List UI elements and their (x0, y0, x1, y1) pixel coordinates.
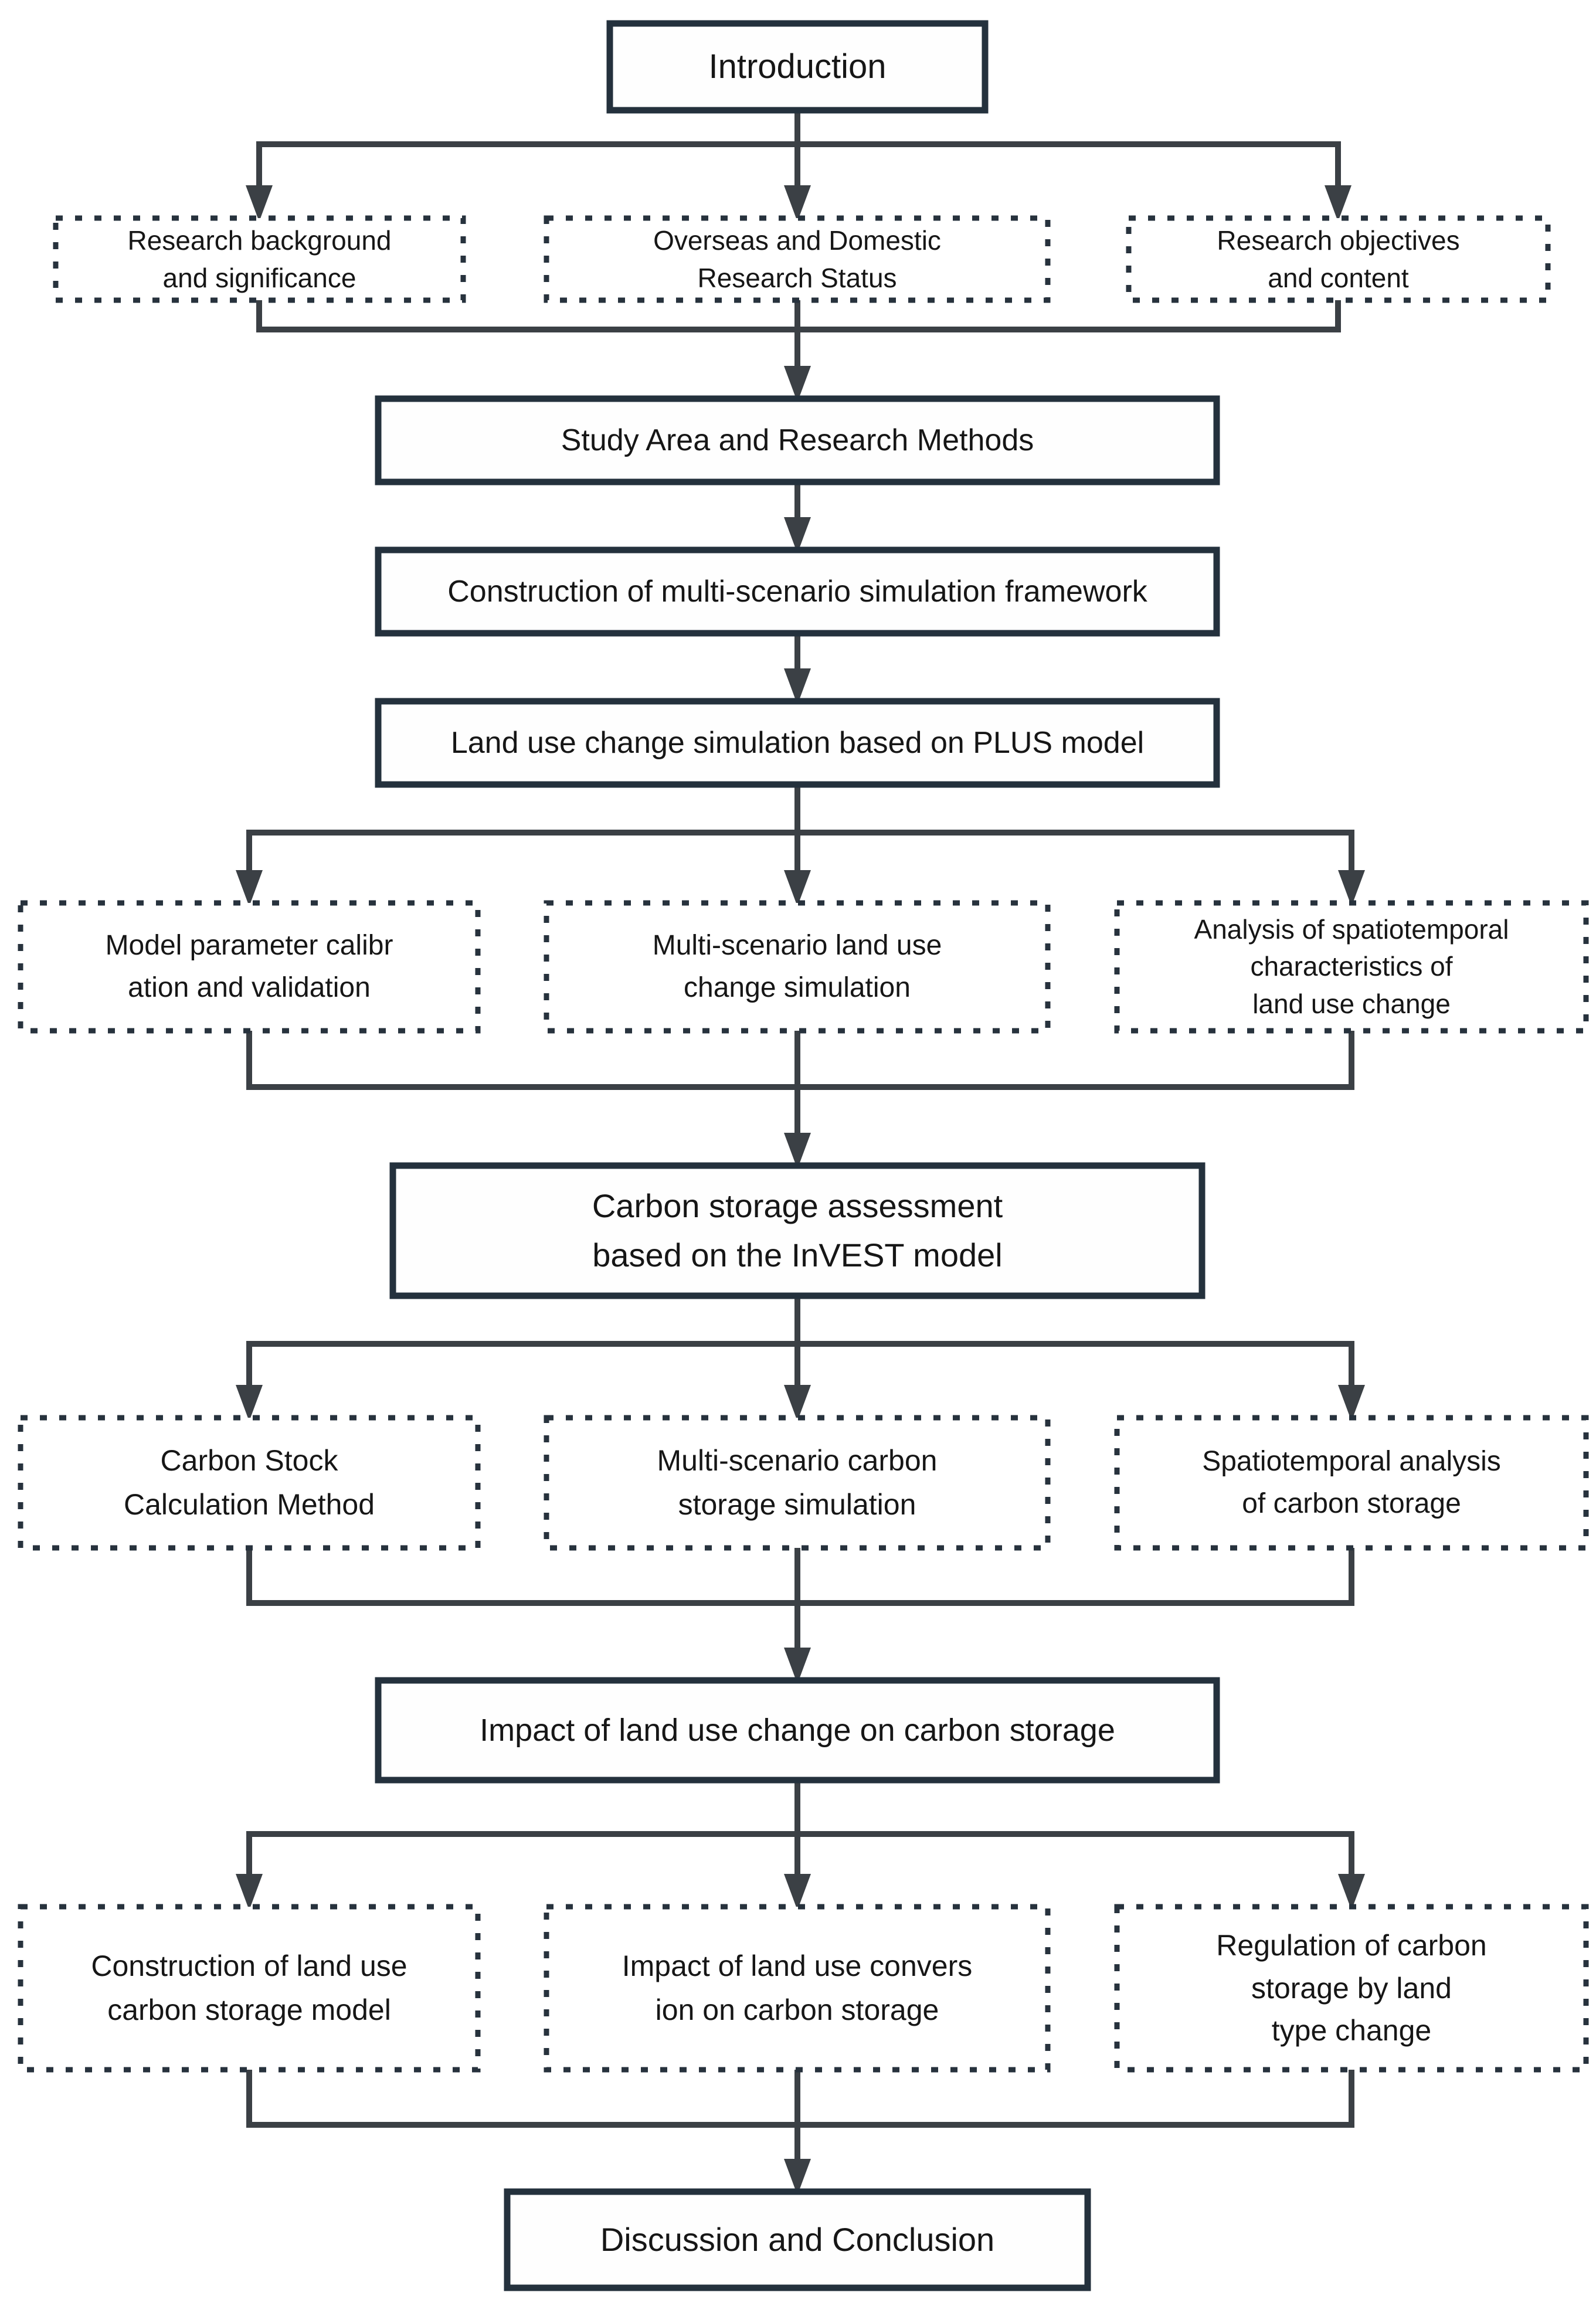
node-parameter-calibration: Model parameter calibr ation and validat… (105, 930, 393, 1003)
node-research-status: Overseas and Domestic Research Status (653, 225, 941, 293)
node-multiscenario-landuse: Multi-scenario land use change simulatio… (652, 930, 942, 1003)
node-introduction: Introduction (708, 47, 887, 86)
node-plus-model-simulation: Land use change simulation based on PLUS… (450, 725, 1145, 760)
node-multiscenario-carbon: Multi-scenario carbon storage simulation (657, 1444, 938, 1521)
node-carbon-stock-method: Carbon Stock Calculation Method (123, 1444, 375, 1521)
node-discussion-conclusion: Discussion and Conclusion (600, 2221, 995, 2259)
node-spatiotemporal-carbon: Spatiotemporal analysis of carbon storag… (1202, 1446, 1501, 1519)
node-invest-assessment: Carbon storage assessment based on the I… (592, 1187, 1003, 1273)
node-research-background: Research background and significance (127, 225, 392, 293)
node-landtype-regulation: Regulation of carbon storage by land typ… (1216, 1929, 1487, 2047)
node-conversion-impact: Impact of land use convers ion on carbon… (622, 1950, 973, 2026)
node-spatiotemporal-landuse: Analysis of spatiotemporal characteristi… (1194, 913, 1509, 1019)
node-simulation-framework: Construction of multi-scenario simulatio… (447, 574, 1147, 609)
node-research-objectives: Research objectives and content (1217, 225, 1460, 293)
node-study-area-methods: Study Area and Research Methods (561, 423, 1034, 457)
node-landuse-carbon-model: Construction of land use carbon storage … (91, 1950, 408, 2026)
node-landuse-impact: Impact of land use change on carbon stor… (480, 1712, 1115, 1748)
